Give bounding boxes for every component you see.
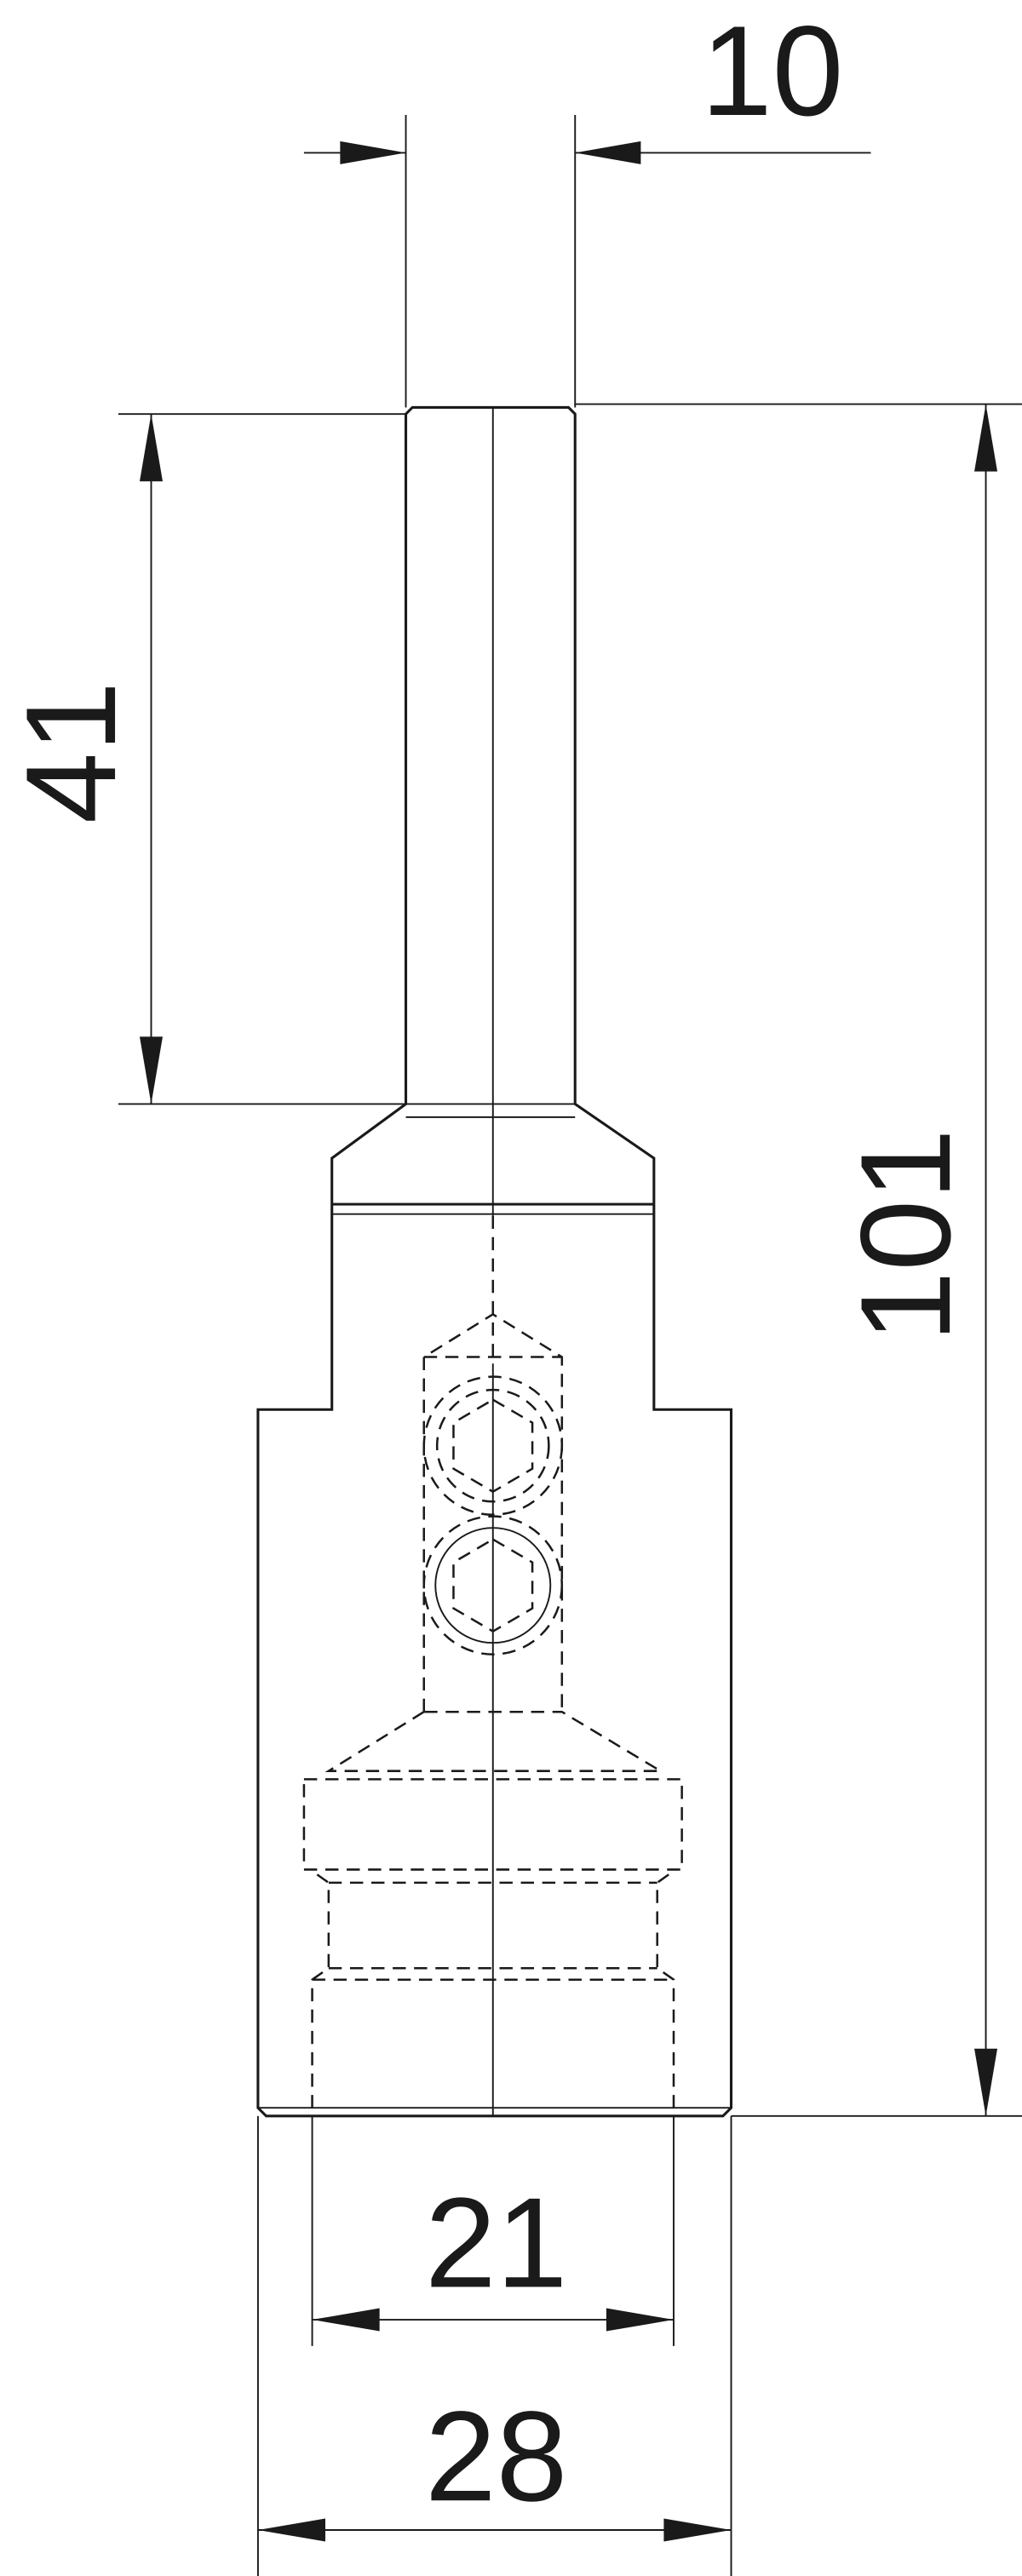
dimension-inner-diameter: 21 <box>311 2115 675 2346</box>
dimension-shaft-diameter: 10 <box>303 0 871 408</box>
dimension-label-41: 41 <box>0 681 142 823</box>
dimension-shaft-length: 41 <box>0 413 406 1105</box>
hidden-bore <box>302 1312 683 2116</box>
dimension-label-28: 28 <box>425 2384 567 2527</box>
dimension-outer-diameter: 28 <box>256 2115 732 2576</box>
dimension-label-101: 101 <box>834 1128 977 1342</box>
part-outline <box>256 405 733 2118</box>
dimension-label-10: 10 <box>701 0 843 142</box>
dimension-total-length: 101 <box>575 403 1022 2117</box>
dimension-label-21: 21 <box>425 2171 567 2314</box>
